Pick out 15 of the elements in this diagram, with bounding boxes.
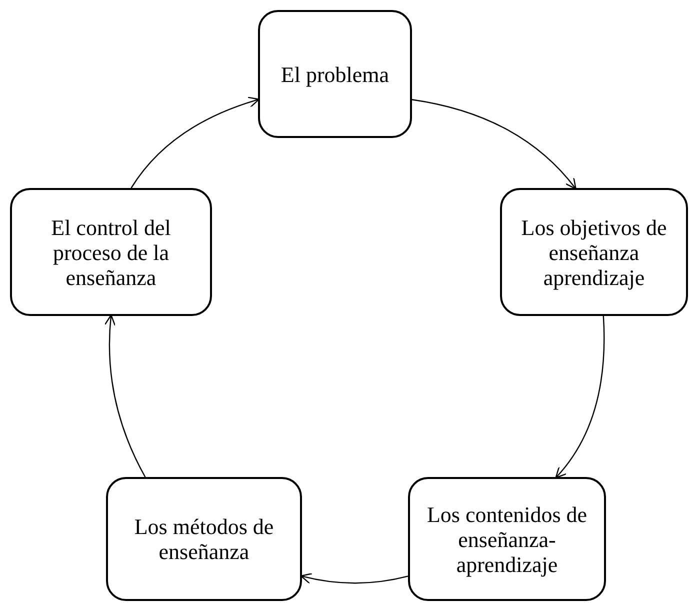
curved-arrow [412, 99, 576, 190]
process-box [408, 477, 606, 601]
curved-arrow [104, 314, 146, 478]
box-label: Los objetivos de enseñanza aprendizaje [520, 214, 668, 290]
box-label: Los contenidos de enseñanza-aprendizaje [426, 502, 588, 576]
curved-arrow [300, 572, 408, 584]
process-box [106, 477, 302, 601]
box-label: Los métodos de enseñanza [133, 514, 275, 564]
box-label: El control del proceso de la enseñanza [50, 214, 172, 290]
process-box [10, 188, 212, 316]
curved-arrow [555, 316, 605, 478]
process-box [500, 188, 688, 316]
curved-arrow [130, 96, 260, 188]
box-label: El problema [280, 62, 390, 86]
process-box [258, 10, 412, 138]
